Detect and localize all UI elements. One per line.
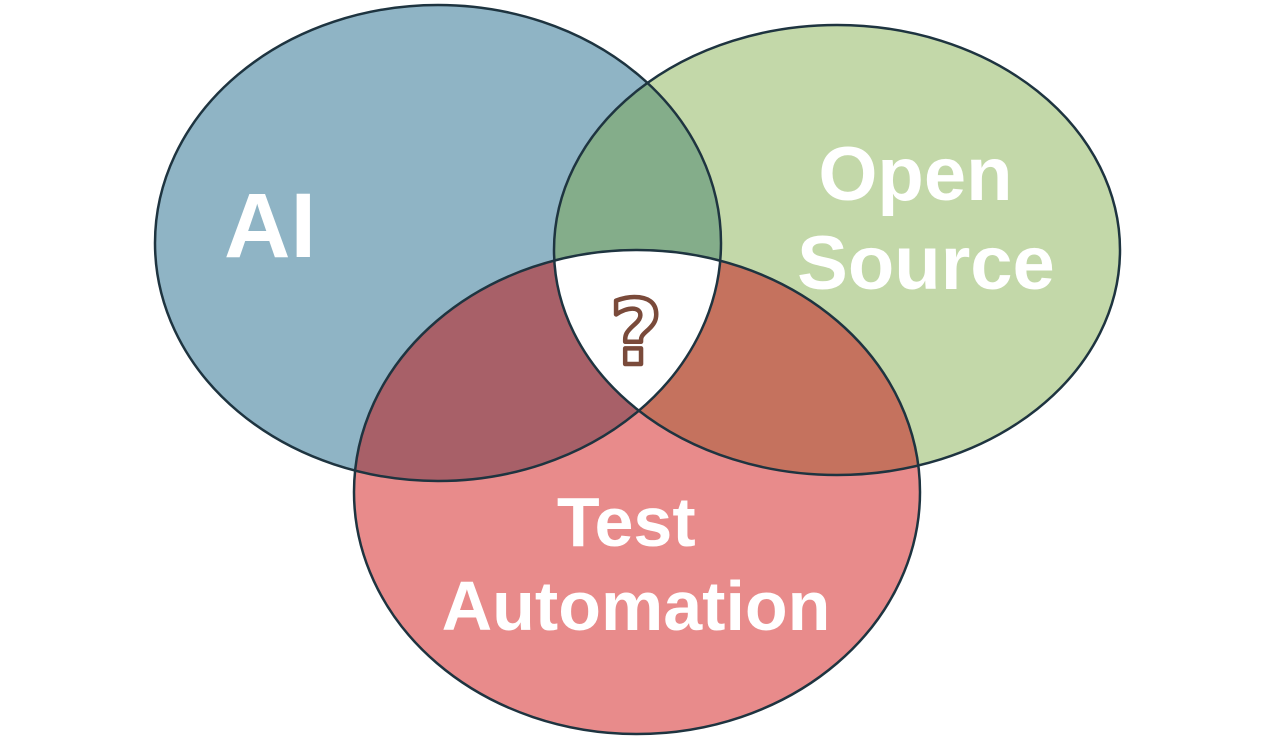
label-open-source-line-1: Open (818, 132, 1012, 217)
label-test-automation: Test Automation (442, 483, 831, 645)
label-test-automation-line-1: Test (557, 483, 696, 561)
label-open-source: Open Source (797, 132, 1055, 306)
label-test-automation-line-2: Automation (442, 567, 831, 645)
label-ai: AI (224, 175, 316, 277)
set-open-source-outline (552, 23, 1122, 477)
intersection-ai-test-automation (354, 250, 721, 481)
intersection-open-source-test-automation (554, 250, 920, 475)
question-mark-icon: ? (610, 281, 662, 386)
label-ai-line-1: AI (224, 175, 316, 277)
set-test-automation-outline (352, 248, 922, 736)
label-open-source-line-2: Source (797, 221, 1055, 306)
set-ai-outline (153, 3, 723, 483)
